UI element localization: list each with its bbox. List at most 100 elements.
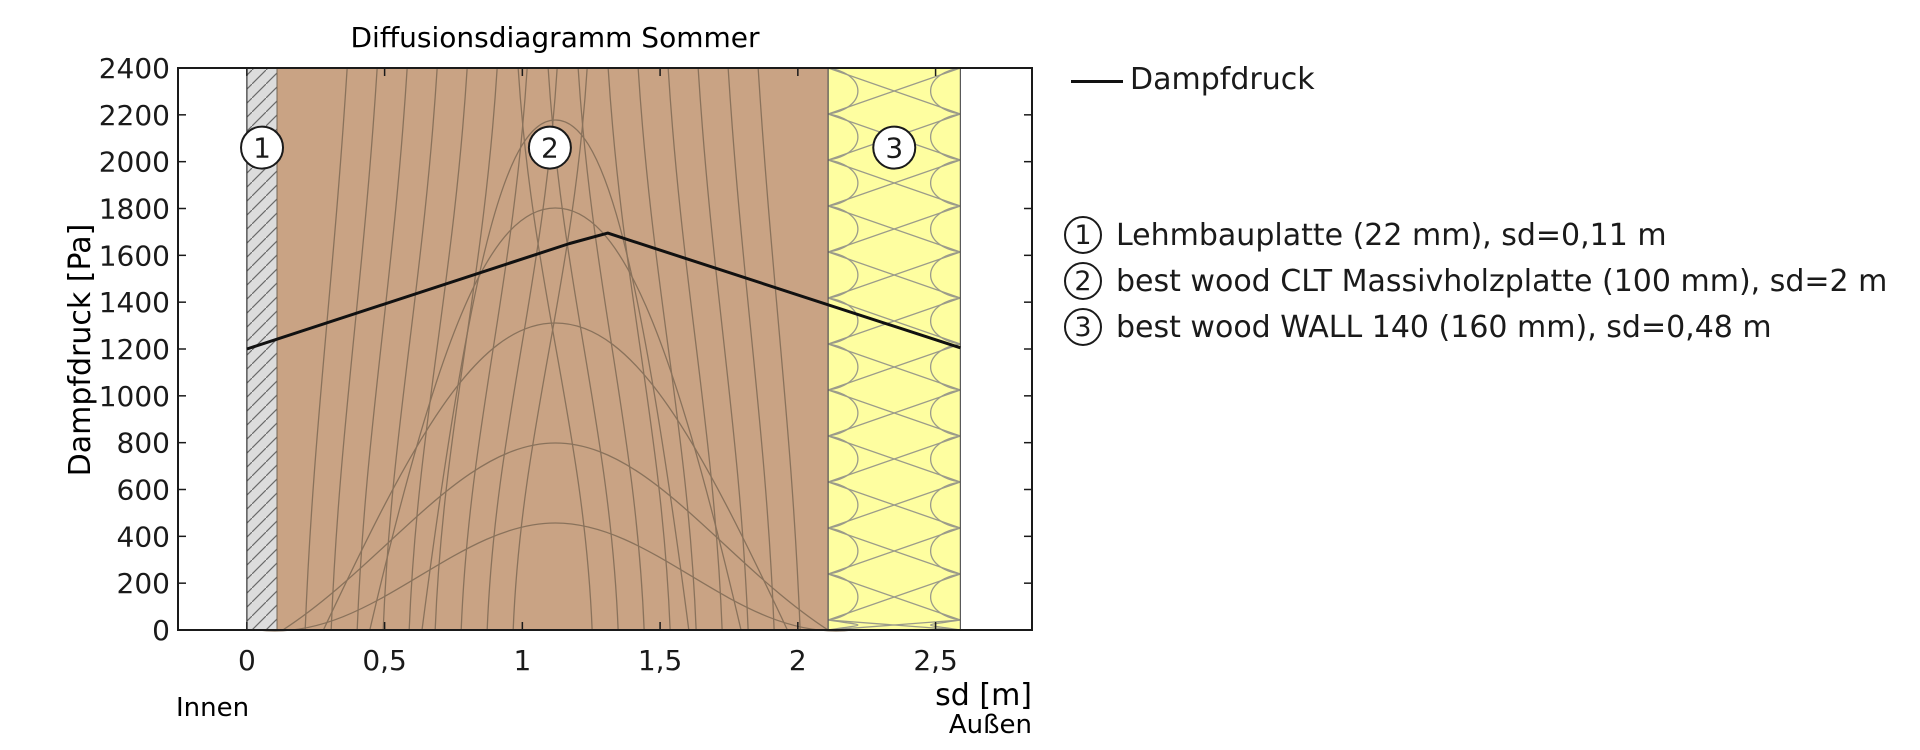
insulation-line: [827, 159, 961, 207]
insulation-curve: [930, 343, 961, 391]
insulation-line: [827, 251, 961, 299]
insulation-curve: [828, 435, 859, 483]
layer-number-badge: 2: [1064, 262, 1102, 300]
side-label-outside: Außen: [949, 710, 1032, 740]
insulation-curve: [828, 297, 859, 345]
x-tick-label: 1: [513, 644, 531, 677]
y-tick-label: 2400: [99, 52, 170, 85]
insulation-curve: [828, 527, 859, 575]
wood-grain-line: [330, 67, 378, 631]
insulation-line: [827, 527, 961, 575]
layer-number-circle: [527, 125, 572, 170]
y-tick-label: 400: [117, 520, 170, 553]
wood-grain-line: [757, 67, 801, 631]
insulation-curve: [828, 343, 859, 391]
insulation-line: [827, 205, 961, 253]
insulation-curve: [828, 481, 859, 529]
wood-ring: [369, 207, 742, 631]
insulation-curve: [828, 159, 859, 207]
y-tick-label: 800: [117, 427, 170, 460]
wood-grain-line: [382, 67, 438, 631]
x-tick-label: 0: [238, 644, 256, 677]
wood-grain-line: [637, 67, 697, 631]
layer-number-badge: 1: [1064, 216, 1102, 254]
wood-grain-line: [434, 67, 498, 631]
x-tick-label: 1,5: [638, 644, 683, 677]
layer-number-label: 3: [885, 132, 903, 165]
wood-grain-line: [697, 67, 749, 631]
wood-grain-line: [577, 67, 645, 631]
y-tick-label: 0: [152, 614, 170, 647]
insulation-curve: [828, 389, 859, 437]
layer-number-circle: [872, 125, 917, 170]
y-axis-label: Dampfdruck [Pa]: [63, 224, 98, 477]
insulation-curve: [828, 619, 859, 631]
insulation-curve: [930, 159, 961, 207]
legend-series-label: Dampfdruck: [1130, 62, 1315, 97]
insulation-curve: [828, 67, 859, 115]
wood-grain-line: [408, 67, 468, 631]
insulation-curve: [930, 389, 961, 437]
wood-grain-line: [356, 67, 408, 631]
y-tick-label: 1800: [99, 193, 170, 226]
insulation-line: [827, 67, 961, 115]
wood-grain-line: [512, 67, 588, 631]
x-tick-label: 0,5: [362, 644, 407, 677]
insulation-curve: [930, 527, 961, 575]
layer-number-label: 1: [253, 132, 271, 165]
insulation-line: [827, 389, 961, 437]
series-line-dampfdruck: [246, 231, 961, 351]
insulation-line: [827, 435, 961, 483]
x-tick-label: 2: [789, 644, 807, 677]
wood-grain: [258, 67, 853, 632]
insulation-curve: [930, 205, 961, 253]
layer-number-circle: [240, 125, 285, 170]
layer-number-badge: 3: [1064, 308, 1102, 346]
wood-grain-line: [727, 67, 775, 631]
layer-label: best wood CLT Massivholzplatte (100 mm),…: [1116, 263, 1888, 299]
y-tick-label: 1000: [99, 380, 170, 413]
insulation-curve: [930, 481, 961, 529]
insulation-curve: [828, 205, 859, 253]
insulation-line: [827, 481, 961, 529]
x-tick-label: 2,5: [913, 644, 958, 677]
wood-grain-line: [607, 67, 671, 631]
layer-legend-item: 2 best wood CLT Massivholzplatte (100 mm…: [1064, 258, 1887, 304]
wood-grain-line: [460, 67, 528, 631]
y-tick-label: 2200: [99, 99, 170, 132]
layer-legend-item: 1 Lehmbauplatte (22 mm), sd=0,11 m: [1064, 212, 1887, 258]
insulation-curve: [828, 251, 859, 299]
y-tick-label: 2000: [99, 146, 170, 179]
y-tick-label: 1400: [99, 286, 170, 319]
y-tick-label: 1600: [99, 239, 170, 272]
layer-label: best wood WALL 140 (160 mm), sd=0,48 m: [1116, 309, 1772, 345]
side-label-inside: Innen: [176, 693, 249, 723]
insulation-pattern: [827, 67, 961, 631]
insulation-curve: [929, 619, 961, 631]
insulation-line: [827, 573, 961, 621]
legend-line-swatch: [1071, 80, 1123, 83]
insulation-curve: [930, 435, 961, 483]
wood-grain-line: [304, 67, 348, 631]
chart-title: Diffusionsdiagramm Sommer: [350, 21, 759, 54]
insulation-curve: [828, 573, 859, 621]
layer-label: Lehmbauplatte (22 mm), sd=0,11 m: [1116, 217, 1667, 253]
insulation-curve: [930, 297, 961, 345]
insulation-curve: [828, 113, 859, 161]
y-tick-label: 600: [117, 474, 170, 507]
layer-legend-item: 3 best wood WALL 140 (160 mm), sd=0,48 m: [1064, 304, 1887, 350]
insulation-line: [827, 343, 961, 391]
layer-number-label: 2: [541, 132, 559, 165]
insulation-curve: [930, 251, 961, 299]
wood-ring: [322, 322, 789, 631]
wood-grain-line: [517, 67, 593, 631]
insulation-line: [828, 619, 961, 631]
layer-3: [827, 67, 961, 631]
wood-grain-line: [667, 67, 723, 631]
y-tick-label: 1200: [99, 333, 170, 366]
wood-ring: [282, 442, 829, 631]
insulation-curve: [930, 573, 961, 621]
insulation-curve: [930, 113, 961, 161]
layer-legend: 1 Lehmbauplatte (22 mm), sd=0,11 m 2 bes…: [1064, 212, 1887, 350]
